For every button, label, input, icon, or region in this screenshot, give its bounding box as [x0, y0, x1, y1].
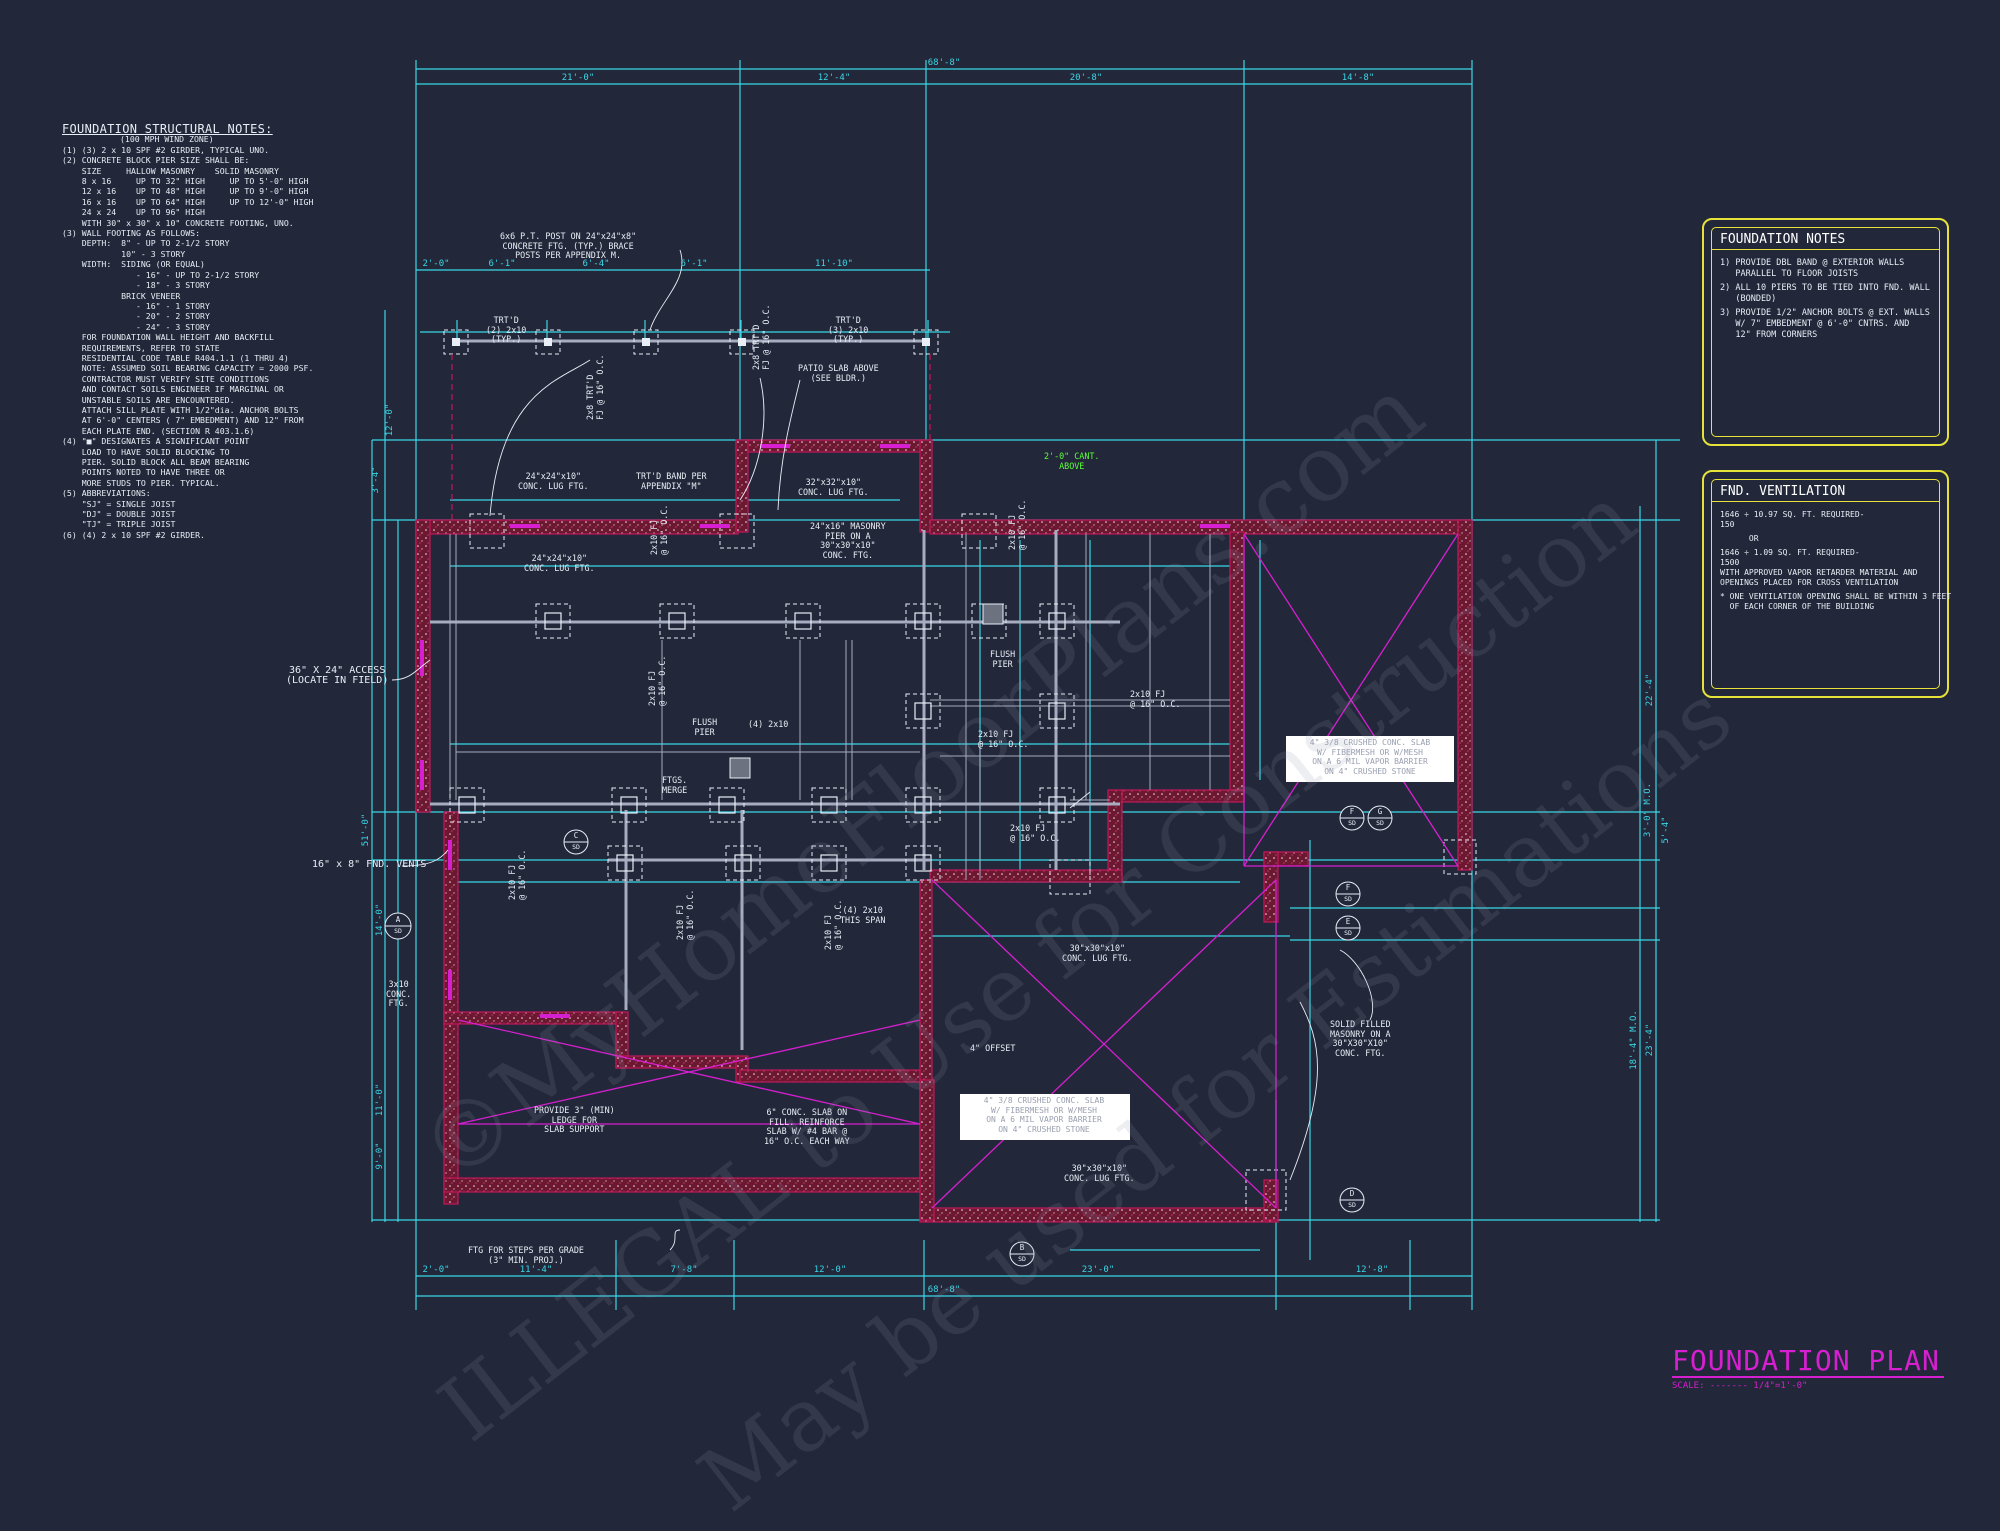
svg-text:12'-0": 12'-0": [385, 404, 395, 437]
foundation-note-item: 1) PROVIDE DBL BAND @ EXTERIOR WALLS PAR…: [1720, 258, 1905, 279]
structural-note-line: (5) ABBREVIATIONS:: [62, 488, 151, 499]
foundation-notes-box: FOUNDATION NOTES 1) PROVIDE DBL BAND @ E…: [1702, 218, 1949, 446]
dim-top-overall: 68'-8": [928, 58, 961, 68]
svg-text:3'-0" M.O.: 3'-0" M.O.: [1643, 783, 1653, 837]
ventilation-item: 1646 ÷ 1.09 SQ. FT. REQUIRED- 1500 WITH …: [1720, 548, 1918, 587]
structural-note-line: (1) (3) 2 x 10 SPF #2 GIRDER, TYPICAL UN…: [62, 144, 270, 155]
svg-text:22'-4": 22'-4": [1645, 674, 1655, 707]
structural-notes-subtitle: (100 MPH WIND ZONE): [120, 134, 214, 145]
structural-note-line: RESIDENTIAL CODE TABLE R404.1.1 (1 THRU …: [62, 352, 289, 363]
svg-text:2'-0": 2'-0": [422, 1265, 449, 1275]
svg-text:51'-0": 51'-0": [361, 814, 371, 847]
leader-lines: [391, 249, 1374, 1251]
structural-note-line: CONTRACTOR MUST VERIFY SITE CONDITIONS: [62, 373, 270, 384]
structural-note-line: 8 x 16 UP TO 32" HIGH UP TO 5'-0" HIGH: [62, 176, 309, 187]
structural-notes-lines: (1) (3) 2 x 10 SPF #2 GIRDER, TYPICAL UN…: [62, 145, 362, 540]
svg-text:21'-0": 21'-0": [562, 73, 595, 83]
plan-scale: SCALE: ------- 1/4"=1'-0": [1672, 1381, 1808, 1391]
structural-note-line: BRICK VENEER: [62, 290, 181, 301]
svg-text:23'-4": 23'-4": [1645, 1024, 1655, 1057]
ventilation-item: * ONE VENTILATION OPENING SHALL BE WITHI…: [1720, 592, 1952, 611]
svg-text:6'-1": 6'-1": [488, 259, 515, 269]
structural-note-line: 16 x 16 UP TO 64" HIGH UP TO 12'-0" HIGH: [62, 196, 314, 207]
structural-note-line: (4) "■" DESIGNATES A SIGNIFICANT POINT: [62, 436, 250, 447]
structural-note-line: EACH PLATE END. (SECTION R 403.1.6): [62, 425, 255, 436]
ventilation-title: FND. VENTILATION: [1712, 480, 1939, 502]
structural-note-line: - 16" - UP TO 2-1/2 STORY: [62, 269, 260, 280]
structural-note-line: SIZE HALLOW MASONRY SOLID MASONRY: [62, 165, 279, 176]
svg-text:7'-8": 7'-8": [670, 1265, 697, 1275]
svg-text:12'-8": 12'-8": [1356, 1265, 1389, 1275]
svg-text:6'-4": 6'-4": [582, 259, 609, 269]
structural-note-line: WITH 30" x 30" x 10" CONCRETE FOOTING, U…: [62, 217, 294, 228]
plan-title: FOUNDATION PLAN: [1672, 1346, 1944, 1378]
structural-note-line: (2) CONCRETE BLOCK PIER SIZE SHALL BE:: [62, 155, 250, 166]
structural-note-line: (3) WALL FOOTING AS FOLLOWS:: [62, 228, 201, 239]
svg-text:12'-4": 12'-4": [818, 73, 851, 83]
structural-note-line: POINTS NOTED TO HAVE THREE OR: [62, 467, 225, 478]
structural-note-line: 12 x 16 UP TO 48" HIGH UP TO 9'-0" HIGH: [62, 186, 309, 197]
svg-text:18'-4" M.O.: 18'-4" M.O.: [1629, 1010, 1639, 1070]
svg-text:5'-4": 5'-4": [1661, 816, 1671, 843]
structural-note-line: - 18" - 3 STORY: [62, 280, 210, 291]
structural-note-line: REQUIREMENTS, REFER TO STATE: [62, 342, 220, 353]
structural-note-line: 24 x 24 UP TO 96" HIGH: [62, 207, 205, 218]
structural-note-line: - 16" - 1 STORY: [62, 300, 210, 311]
structural-note-line: FOR FOUNDATION WALL HEIGHT AND BACKFILL: [62, 332, 274, 343]
svg-text:11'-4": 11'-4": [520, 1265, 553, 1275]
fnd-ventilation-box: FND. VENTILATION 1646 ÷ 10.97 SQ. FT. RE…: [1702, 470, 1952, 698]
foundation-walls: [415, 439, 1473, 1223]
joist-thin-lines: [449, 534, 1230, 880]
structural-note-line: WIDTH: SIDING (OR EQUAL): [62, 259, 205, 270]
ventilation-list: 1646 ÷ 10.97 SQ. FT. REQUIRED- 150 OR 16…: [1720, 510, 1952, 616]
dim-bottom-overall: 68'-8": [928, 1285, 961, 1295]
foundation-plan-drawing: 68'-8" 21'-0" 12'-4" 20'-8" 14'-8" 2'-0"…: [361, 58, 1680, 1310]
foundation-note-item: 2) ALL 10 PIERS TO BE TIED INTO FND. WAL…: [1720, 283, 1930, 304]
ventilation-item: OR: [1720, 534, 1759, 543]
piers: [449, 513, 1477, 1211]
vents: [420, 444, 1230, 1018]
structural-note-line: - 24" - 3 STORY: [62, 321, 210, 332]
dimension-text: 68'-8" 21'-0" 12'-4" 20'-8" 14'-8" 2'-0"…: [422, 58, 1388, 1295]
foundation-notes-list: 1) PROVIDE DBL BAND @ EXTERIOR WALLS PAR…: [1720, 258, 1933, 344]
slab-note-box-1: [1286, 736, 1454, 782]
structural-note-line: MORE STUDS TO PIER. TYPICAL.: [62, 477, 220, 488]
structural-note-line: "DJ" = DOUBLE JOIST: [62, 509, 176, 520]
ventilation-item: 1646 ÷ 10.97 SQ. FT. REQUIRED- 150: [1720, 510, 1865, 529]
svg-text:12'-0": 12'-0": [814, 1265, 847, 1275]
structural-note-line: AND CONTACT SOILS ENGINEER IF MARGINAL O…: [62, 384, 284, 395]
porch-beam: [443, 329, 939, 520]
foundation-notes-title: FOUNDATION NOTES: [1712, 228, 1939, 250]
structural-note-line: ATTACH SILL PLATE WITH 1/2"dia. ANCHOR B…: [62, 404, 299, 415]
svg-text:2'-0": 2'-0": [422, 259, 449, 269]
slab-lines: [457, 533, 1459, 1209]
slab-note-box-2: [960, 1094, 1130, 1140]
foundation-note-item: 3) PROVIDE 1/2" ANCHOR BOLTS @ EXT. WALL…: [1720, 308, 1930, 340]
structural-notes-title: FOUNDATION STRUCTURAL NOTES:: [62, 122, 273, 136]
structural-note-line: AT 6'-0" CENTERS ( 7" EMBEDMENT) AND 12"…: [62, 415, 304, 426]
structural-note-line: "TJ" = TRIPLE JOIST: [62, 519, 176, 530]
svg-text:9'-0": 9'-0": [375, 1142, 385, 1169]
svg-text:3'-4": 3'-4": [371, 466, 381, 493]
significant-point-blocks: [729, 603, 1004, 779]
structural-note-line: "SJ" = SINGLE JOIST: [62, 498, 176, 509]
foundation-structural-notes: FOUNDATION STRUCTURAL NOTES: (100 MPH WI…: [62, 122, 362, 540]
svg-text:14'-0": 14'-0": [375, 904, 385, 937]
svg-text:14'-8": 14'-8": [1342, 73, 1375, 83]
structural-note-line: 10" - 3 STORY: [62, 248, 186, 259]
svg-text:23'-0": 23'-0": [1082, 1265, 1115, 1275]
svg-text:11'-0": 11'-0": [375, 1084, 385, 1117]
structural-note-line: UNSTABLE SOILS ARE ENCOUNTERED.: [62, 394, 235, 405]
pier-cores: [458, 612, 1066, 872]
svg-text:11'-10": 11'-10": [815, 259, 853, 269]
structural-note-line: DEPTH: 8" - UP TO 2-1/2 STORY: [62, 238, 230, 249]
structural-note-line: (6) (4) 2 x 10 SPF #2 GIRDER.: [62, 529, 205, 540]
svg-text:20'-8": 20'-8": [1070, 73, 1103, 83]
structural-note-line: NOTE: ASSUMED SOIL BEARING CAPACITY = 20…: [62, 363, 314, 374]
structural-note-line: PIER. SOLID BLOCK ALL BEAM BEARING: [62, 457, 250, 467]
svg-text:6'-1": 6'-1": [680, 259, 707, 269]
structural-note-line: LOAD TO HAVE SOLID BLOCKING TO: [62, 446, 230, 457]
title-block: FOUNDATION PLAN SCALE: ------- 1/4"=1'-0…: [1672, 1346, 1944, 1391]
structural-note-line: - 20" - 2 STORY: [62, 311, 210, 322]
